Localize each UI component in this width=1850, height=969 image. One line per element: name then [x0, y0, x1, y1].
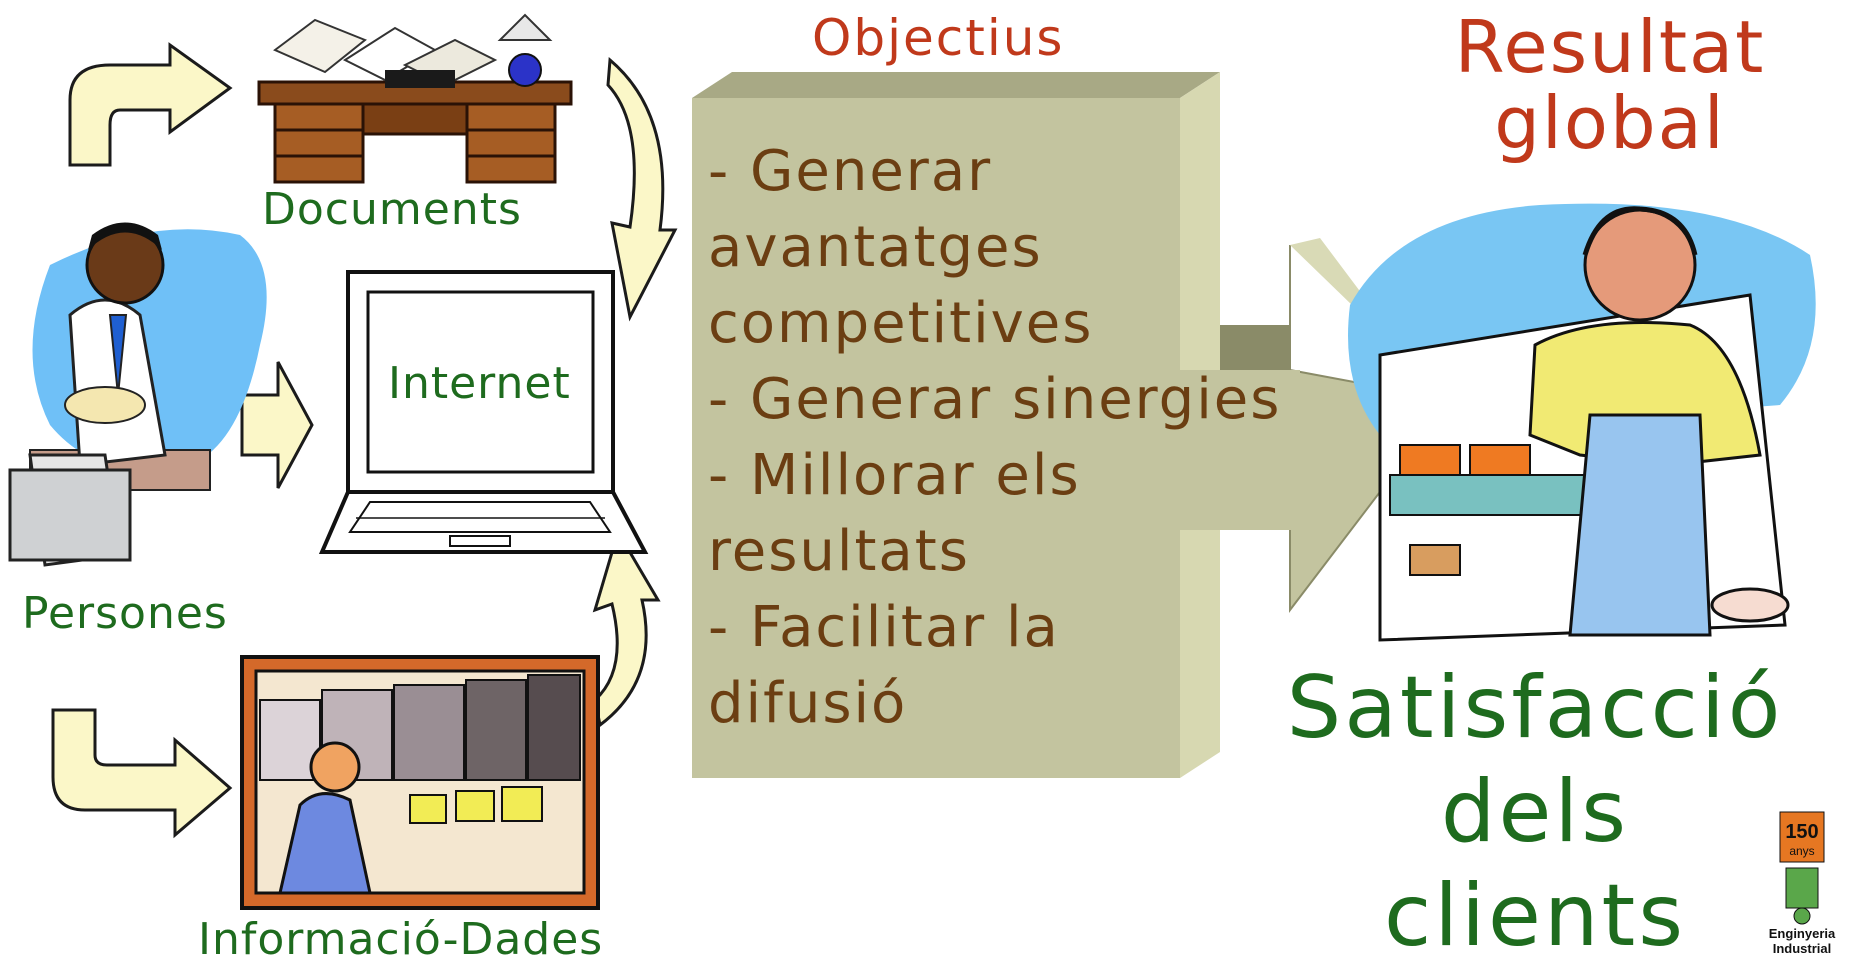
- result-title-line2: global: [1494, 80, 1726, 165]
- arrow-information-to-internet-icon: [592, 528, 661, 728]
- result-line3: clients: [1383, 866, 1686, 966]
- logo-name-line1: Enginyeria: [1769, 926, 1836, 941]
- arrow-persons-to-documents-icon: [68, 42, 233, 167]
- documents-label: Documents: [262, 184, 522, 235]
- objective-line: - Facilitar la: [708, 595, 1060, 660]
- objective-line: difusió: [708, 671, 908, 736]
- enginyeria-industrial-150-logo: 150 anys Enginyeria Industrial: [1769, 811, 1836, 956]
- objectives-list: - Generar avantatges competitives - Gene…: [708, 134, 1281, 742]
- logo-anys: anys: [1789, 844, 1814, 858]
- objective-line: - Generar: [708, 139, 993, 204]
- objectives-title: Objectius: [812, 9, 1065, 67]
- persons-label: Persones: [22, 588, 228, 639]
- result-line1: Satisfacció: [1286, 658, 1784, 758]
- arrow-documents-to-internet-icon: [606, 56, 678, 322]
- objective-line: avantatges: [708, 215, 1043, 280]
- objective-line: - Millorar els: [708, 443, 1081, 508]
- control-room-icon: [240, 655, 600, 910]
- documents-desk-icon: [257, 13, 573, 184]
- logo-name-line2: Industrial: [1773, 941, 1832, 956]
- arrow-persons-to-information-icon: [51, 708, 233, 839]
- persons-clerk-icon: [8, 222, 267, 567]
- logo-years: 150: [1785, 821, 1818, 843]
- computer-laptop-icon: [318, 270, 649, 554]
- information-label: Informació-Dades: [198, 914, 604, 965]
- objective-line: competitives: [708, 291, 1094, 356]
- objective-line: - Generar sinergies: [708, 367, 1282, 432]
- objective-line: resultats: [708, 519, 970, 584]
- result-line2: dels: [1440, 762, 1630, 862]
- result-title: Resultat global: [1420, 5, 1800, 165]
- shopkeeper-icon: [1348, 203, 1816, 642]
- arrow-persons-to-internet-icon: [240, 361, 314, 489]
- result-title-line1: Resultat: [1454, 5, 1766, 89]
- result-text: Satisfacció dels clients: [1255, 656, 1815, 968]
- internet-label: Internet: [388, 358, 571, 409]
